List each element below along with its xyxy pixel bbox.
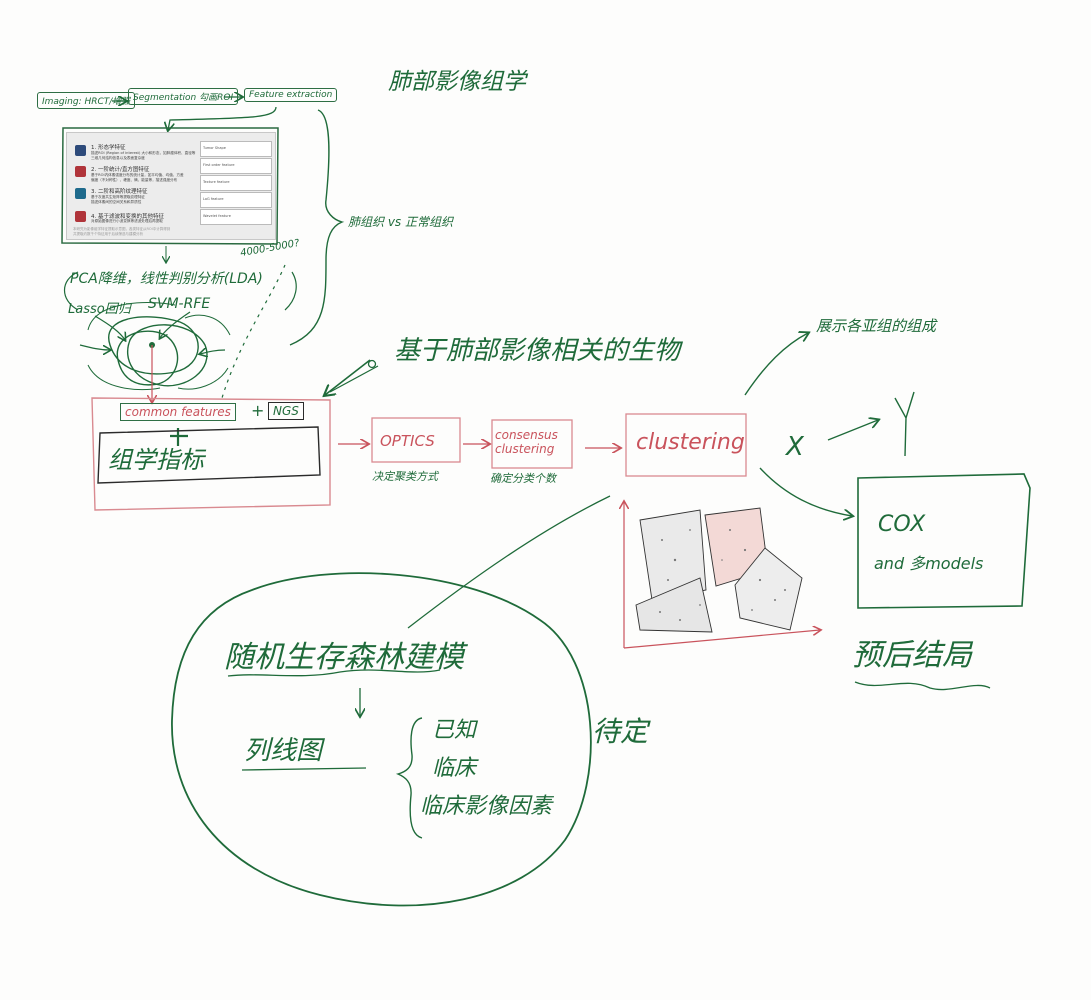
brace-right (289, 109, 345, 346)
card-first-order: First order feature (200, 158, 272, 174)
pill-imaging: Imaging: HRCT/增强 (37, 92, 136, 109)
arrow-to-y (827, 420, 878, 441)
combined-index-label: 组学指标 (108, 446, 204, 474)
card-log: LoG feature (200, 192, 272, 208)
patch-speckle (659, 529, 786, 621)
panel-item-3-desc2: 描述体素间的空间关系和异质性 (91, 200, 142, 204)
panel-footnote-1: 本研究为影像组学特征提取示意图，各类特征从ROI中计算得到 (73, 227, 171, 231)
feature-type-panel: 1. 形态学特征 描述ROI (Region of interest) 大小和形… (66, 132, 276, 240)
nomogram-underline (241, 767, 367, 771)
biology-note: 基于肺部影像相关的生物 (394, 336, 681, 366)
panel-item-3-desc1: 基于灰度共生矩阵等提取纹理特征 (91, 195, 145, 199)
panel-item-1-title: 1. 形态学特征 (91, 145, 126, 151)
biology-dot (367, 359, 377, 369)
plus-sign: + (251, 401, 265, 420)
lung-patches (635, 507, 803, 633)
panel-frame (61, 127, 279, 245)
clustering-box (625, 413, 747, 477)
arrow-biology-box-2 (329, 365, 379, 393)
venn-circle-2 (126, 324, 208, 387)
consensus-box (491, 419, 573, 469)
arrow-biology-box (325, 359, 371, 395)
venn-circle-1 (108, 316, 199, 375)
outcome-label: 预后结局 (852, 638, 972, 673)
random-forest-label: 随机生存森林建模 (224, 640, 464, 675)
panel-item-2-desc2: 偏度（不对称性）、峰度、熵、能量等，描述强度分布 (91, 178, 178, 182)
shape-icon (75, 145, 86, 156)
combined-box (97, 426, 321, 484)
card-texture: Texture feature (200, 175, 272, 191)
svm-line (160, 311, 191, 338)
panel-footnote-2: 共提取约数千个特征用于后续筛选与建模分析 (73, 232, 143, 236)
lasso-label: Lasso回归 (68, 302, 131, 317)
cox-label: COX (878, 512, 926, 537)
optics-box (371, 417, 461, 463)
dimreduction-label: PCA降维，线性判别分析(LDA) (70, 271, 263, 287)
consensus-label: consensus clustering (495, 428, 558, 456)
pca-bracket-r (284, 271, 297, 311)
pill-feature-extraction: Feature extraction (244, 88, 338, 102)
loop-lines (87, 302, 231, 391)
composition-note: 展示各亚组的组成 (816, 317, 937, 335)
rf-ellipse (171, 572, 592, 907)
panel-item-1-desc2: 三维几何结构信息以及表面复杂度 (91, 156, 145, 160)
nomogram-label: 列线图 (244, 736, 323, 766)
histogram-icon (75, 166, 86, 177)
card-tumor-shape: Tumor Shape (200, 141, 272, 157)
panel-item-3-title: 3. 二阶和高阶纹理特征 (91, 189, 148, 195)
pending-label: 待定 (592, 715, 649, 748)
cluster-axis-h (623, 630, 820, 649)
side-line-l (79, 344, 110, 350)
venn-circle-3 (116, 330, 179, 386)
y-mark (894, 391, 915, 457)
card-wavelet: Wavelet feature (200, 209, 272, 225)
brace-note: 肺组织 vs 正常组织 (348, 215, 453, 229)
consensus-sub: 确定分类个数 (490, 472, 556, 485)
arrow-to-cox (759, 467, 852, 516)
x-label: X (786, 432, 804, 462)
panel-item-4-title: 4. 基于滤波和变换的其他特征 (91, 214, 164, 220)
arrow-to-composition (744, 333, 808, 396)
optics-sub: 决定聚类方式 (372, 470, 438, 483)
lasso-line (94, 315, 125, 340)
cox-box (857, 473, 1031, 609)
panel-item-4-desc1: 对原始图像进行小波变换等滤波处理后再提取 (91, 219, 163, 223)
patch-3 (635, 577, 713, 633)
cox-models-label: and 多models (874, 554, 984, 573)
svm-label: SVM-RFE (148, 296, 211, 312)
outcome-underline (854, 681, 991, 691)
side-line-r (200, 350, 226, 354)
link-ellipse-cluster (407, 495, 611, 629)
factor-1: 已知 (432, 718, 477, 743)
y-label: Y (918, 396, 919, 397)
texture-icon (75, 188, 86, 199)
clustering-label: clustering (636, 430, 745, 455)
pca-bracket (63, 271, 79, 311)
patch-1 (639, 509, 707, 601)
feature-group-box (91, 397, 331, 511)
arrow-feature-panel (168, 106, 277, 130)
factor-2: 临床 (432, 756, 477, 781)
dotted-link (221, 264, 286, 399)
ngs-label: NGS (268, 402, 304, 420)
panel-item-2-desc1: 基于ROI内体素强度分布的统计量，如平均值、均值、方差 (91, 173, 184, 177)
filter-icon (75, 211, 86, 222)
pill-segmentation: Segmentation 勾画ROI (128, 88, 239, 105)
page-title: 肺部影像组学 (388, 69, 526, 95)
rf-underline (227, 669, 441, 677)
optics-label: OPTICS (380, 432, 435, 450)
factor-brace (395, 717, 423, 839)
factor-3: 临床影像因素 (420, 794, 553, 819)
panel-item-1-desc1: 描述ROI (Region of interest) 大小和形态，如肿瘤体积、直… (91, 151, 196, 155)
common-features-label: common features (120, 403, 236, 421)
panel-item-2-title: 2. 一阶统计/直方图特征 (91, 167, 150, 173)
